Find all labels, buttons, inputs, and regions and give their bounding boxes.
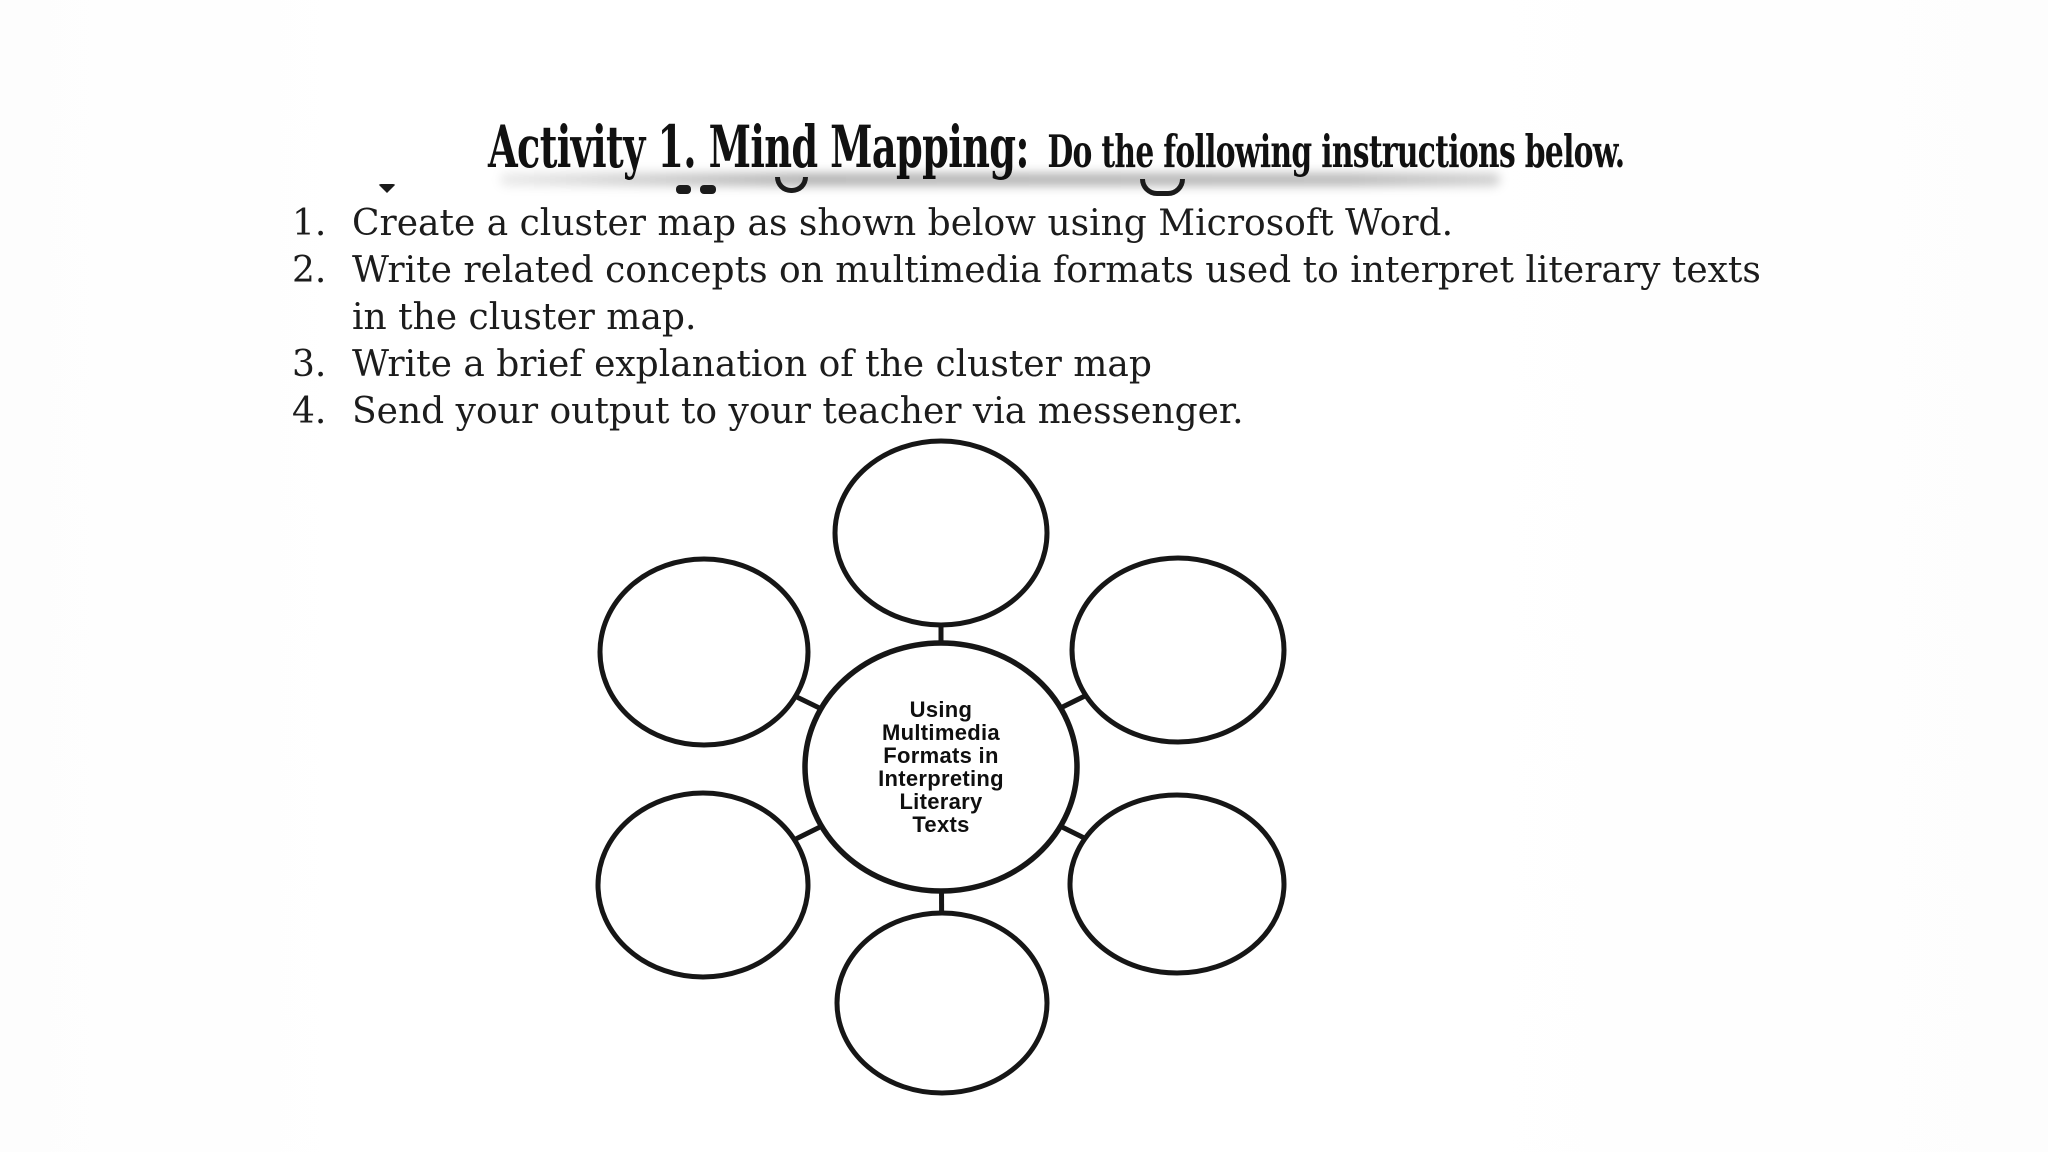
scan-smudge-under-title bbox=[500, 173, 1500, 186]
scan-artifact-g-bowl bbox=[1140, 179, 1185, 196]
scan-artifact-y-descender bbox=[378, 184, 396, 193]
instruction-text: Create a cluster map as shown below usin… bbox=[352, 203, 1454, 244]
scan-artifact-g-bowl bbox=[775, 177, 808, 193]
outer-circle-top bbox=[832, 438, 1050, 628]
outer-circle-lower-right bbox=[1067, 792, 1287, 976]
center-circle-label: Using Multimedia Formats in Interpreting… bbox=[878, 697, 1004, 837]
instruction-number: 2. bbox=[292, 250, 327, 291]
instruction-item-1: 1. Create a cluster map as shown below u… bbox=[292, 200, 1852, 247]
scan-artifact-stem-dot bbox=[700, 185, 716, 194]
activity-title-sub: Do the following instructions below. bbox=[1047, 125, 1625, 178]
cluster-map-diagram bbox=[595, 438, 1287, 1096]
instruction-item-4: 4. Send your output to your teacher via … bbox=[292, 388, 1852, 435]
outer-circle-lower-left bbox=[595, 790, 811, 980]
outer-circle-upper-left bbox=[597, 556, 811, 748]
instruction-text: Send your output to your teacher via mes… bbox=[352, 391, 1244, 432]
outer-circles bbox=[595, 438, 1287, 1096]
instruction-text: Write a brief explanation of the cluster… bbox=[352, 344, 1152, 385]
activity-title-main: Activity 1. Mind Mapping: bbox=[488, 113, 1030, 181]
instruction-item-2: 2. Write related concepts on multimedia … bbox=[292, 247, 1852, 341]
instruction-number: 3. bbox=[292, 344, 327, 385]
activity-title: Activity 1. Mind Mapping: Do the followi… bbox=[488, 118, 1625, 178]
outer-circle-upper-right bbox=[1069, 555, 1287, 745]
instruction-item-3: 3. Write a brief explanation of the clus… bbox=[292, 341, 1852, 388]
instruction-number: 1. bbox=[292, 203, 327, 244]
center-circle bbox=[802, 640, 1080, 894]
scan-artifact-stem-dot bbox=[676, 185, 691, 194]
instruction-list: 1. Create a cluster map as shown below u… bbox=[292, 200, 1852, 435]
instruction-text: Write related concepts on multimedia for… bbox=[352, 250, 1761, 338]
instruction-number: 4. bbox=[292, 391, 327, 432]
outer-circle-bottom bbox=[834, 910, 1050, 1096]
